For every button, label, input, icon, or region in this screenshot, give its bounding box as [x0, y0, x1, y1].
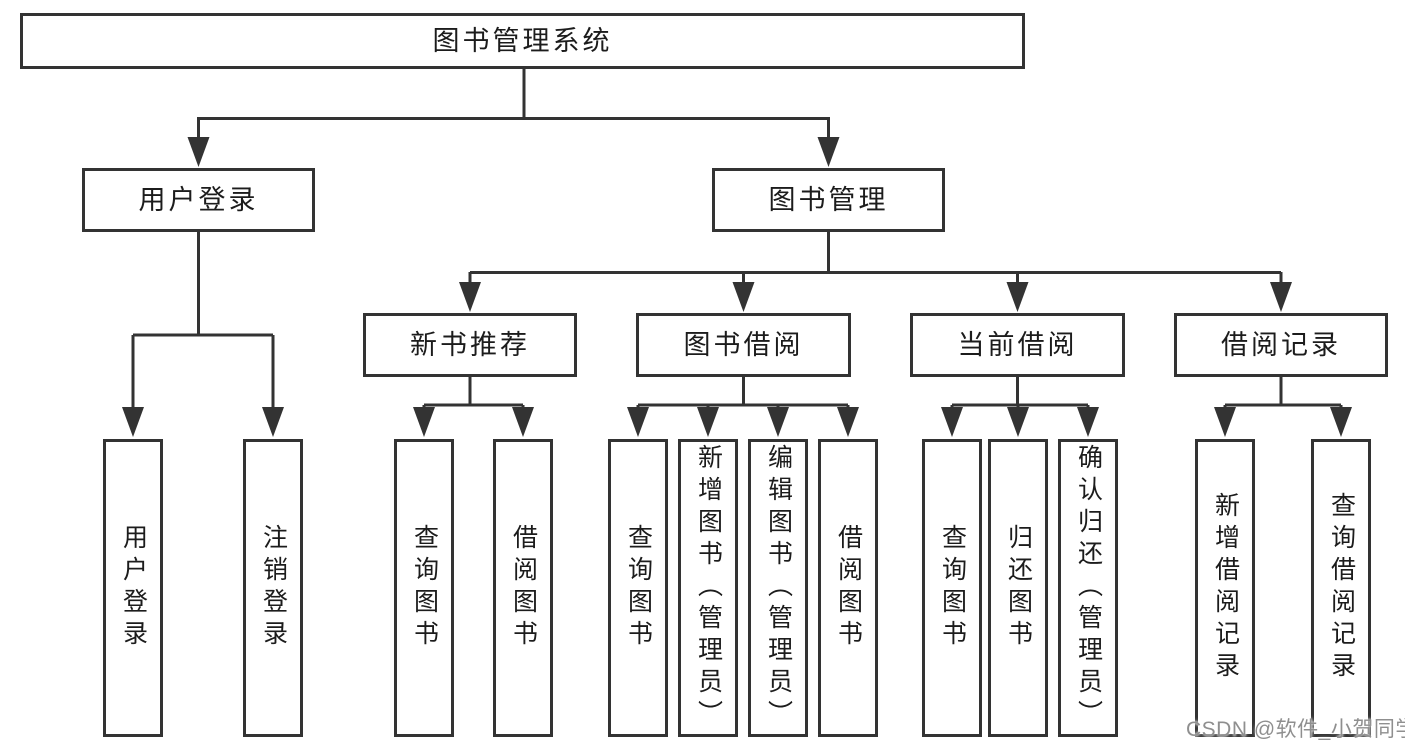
- node-edit-books-admin: 编辑图书（管理员）: [748, 439, 808, 737]
- arrowheads: [122, 137, 1352, 437]
- node-borrowing-records: 借阅记录: [1174, 313, 1388, 377]
- node-query-books-recommend: 查询图书: [394, 439, 454, 737]
- node-add-books-admin: 新增图书（管理员）: [678, 439, 738, 737]
- node-new-book-recommendation: 新书推荐: [363, 313, 577, 377]
- node-query-borrow-record: 查询借阅记录: [1311, 439, 1371, 737]
- node-current-borrowing: 当前借阅: [910, 313, 1125, 377]
- node-add-borrow-record: 新增借阅记录: [1195, 439, 1255, 737]
- node-book-management: 图书管理: [712, 168, 945, 232]
- node-root-system: 图书管理系统: [20, 13, 1025, 69]
- watermark-text: CSDN @软件_小贺同学: [1186, 718, 1405, 741]
- node-borrow-books-borrowing: 借阅图书: [818, 439, 878, 737]
- node-borrow-books-recommend: 借阅图书: [493, 439, 553, 737]
- node-return-books: 归还图书: [988, 439, 1048, 737]
- node-query-books-current: 查询图书: [922, 439, 982, 737]
- node-confirm-return-admin: 确认归还（管理员）: [1058, 439, 1118, 737]
- node-query-books-borrowing: 查询图书: [608, 439, 668, 737]
- node-user-login: 用户登录: [82, 168, 315, 232]
- node-user-login-leaf: 用户登录: [103, 439, 163, 737]
- node-logout: 注销登录: [243, 439, 303, 737]
- node-book-borrowing: 图书借阅: [636, 313, 851, 377]
